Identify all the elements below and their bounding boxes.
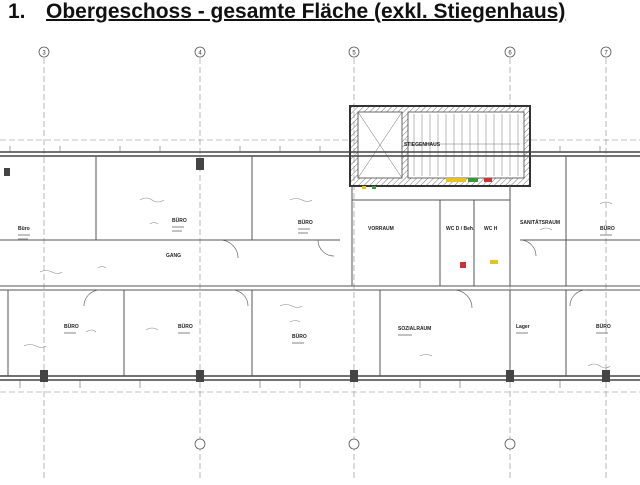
room-label-buero-e: BÜRO bbox=[64, 323, 79, 330]
room-label-stiegenhaus: STIEGENHAUS bbox=[404, 142, 441, 148]
door-swings bbox=[83, 239, 587, 309]
axis-marker-5: 5 bbox=[348, 46, 360, 58]
room-label-buero-c: BÜRO bbox=[298, 219, 313, 226]
floor-plan: 3 4 5 6 7 bbox=[0, 40, 640, 480]
svg-text:4: 4 bbox=[198, 51, 202, 57]
grid-lines bbox=[0, 58, 640, 480]
dimension-ticks bbox=[9, 146, 601, 388]
room-label-buero-b: BÜRO bbox=[172, 217, 187, 224]
handwritten-marks bbox=[23, 197, 613, 369]
heading-title: Obergeschoss - gesamte Fläche (exkl. Sti… bbox=[46, 0, 566, 23]
room-label-buero-a: Büro bbox=[18, 226, 30, 232]
room-label-gang: GANG bbox=[166, 253, 181, 259]
heading-number: 1. bbox=[8, 0, 26, 23]
svg-text:6: 6 bbox=[508, 51, 512, 57]
window-markers bbox=[4, 158, 610, 382]
service-marks bbox=[362, 178, 498, 268]
room-label-buero-d: BÜRO bbox=[600, 225, 615, 232]
svg-text:5: 5 bbox=[352, 51, 356, 57]
room-label-buero-f: BÜRO bbox=[178, 323, 193, 330]
grid-axis-markers: 3 4 5 6 7 bbox=[38, 46, 612, 450]
stairwell-block bbox=[349, 105, 531, 187]
room-label-sozialraum: SOZIALRAUM bbox=[398, 326, 431, 332]
room-label-buero-g: BÜRO bbox=[292, 333, 307, 340]
floor-plan-drawing: 3 4 5 6 7 bbox=[0, 46, 640, 480]
axis-marker-7: 7 bbox=[600, 46, 612, 58]
room-label-lager: Lager bbox=[516, 324, 530, 330]
room-label-wc-d: WC D / Beh. bbox=[446, 226, 475, 232]
slide-heading: 1. Obergeschoss - gesamte Fläche (exkl. … bbox=[0, 0, 640, 40]
svg-text:3: 3 bbox=[42, 51, 46, 57]
axis-marker-6: 6 bbox=[504, 46, 516, 58]
room-label-sanitaet: SANITÄTSRAUM bbox=[520, 219, 560, 226]
stair-steps bbox=[413, 114, 520, 176]
area-annotations bbox=[18, 226, 612, 344]
room-label-vorraum: VORRAUM bbox=[368, 226, 394, 232]
corridor-walls bbox=[0, 239, 640, 291]
room-label-wc-h: WC H bbox=[484, 226, 498, 232]
room-label-buero-h: BÜRO bbox=[596, 323, 611, 330]
axis-marker-3: 3 bbox=[38, 46, 50, 58]
room-labels: Büro GANG BÜRO BÜRO STIEGENHAUS VORRAUM … bbox=[18, 142, 615, 340]
axis-marker-bottom bbox=[194, 438, 516, 450]
partition-walls bbox=[7, 156, 567, 376]
svg-text:7: 7 bbox=[604, 51, 608, 57]
axis-marker-4: 4 bbox=[194, 46, 206, 58]
